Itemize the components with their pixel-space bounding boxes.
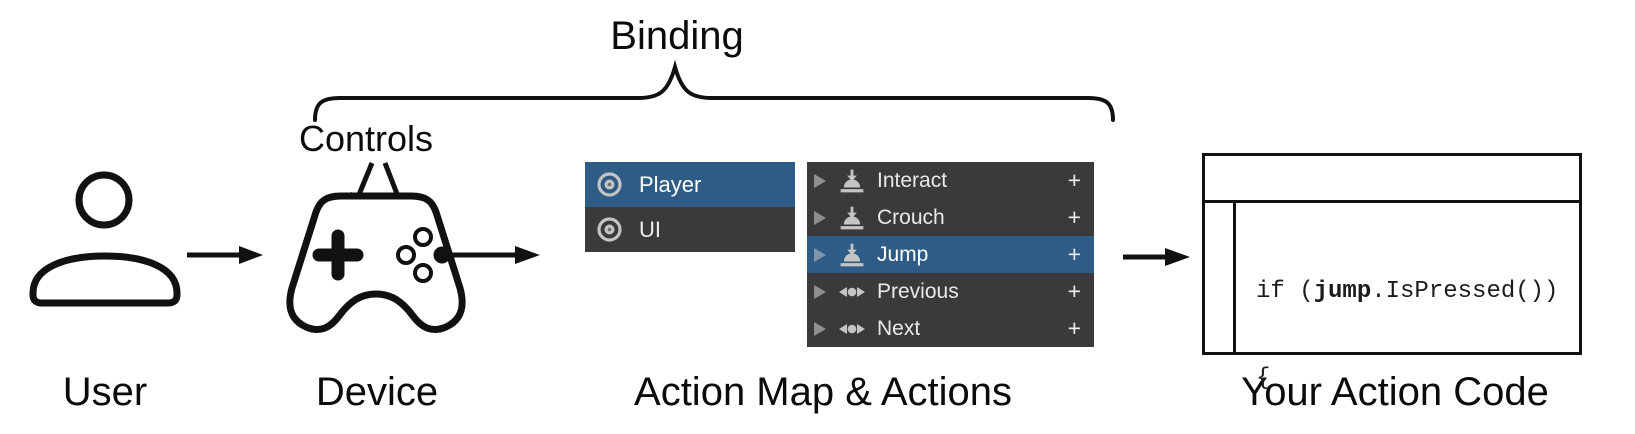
face-buttons-icon <box>396 227 451 283</box>
code-text: if (jump.IsPressed()) { // your code } <box>1256 219 1559 392</box>
binding-label: Binding <box>610 14 744 58</box>
action-map-row-ui[interactable]: UI <box>585 207 795 252</box>
code-window-titlebar <box>1205 156 1579 203</box>
action-row-crouch[interactable]: Crouch + <box>807 199 1094 236</box>
action-row-interact[interactable]: Interact + <box>807 162 1094 199</box>
foldout-triangle-icon[interactable] <box>813 284 827 300</box>
code-line-2: { <box>1256 365 1271 392</box>
code-line-1: if (jump.IsPressed()) <box>1256 278 1559 305</box>
action-map-label: UI <box>639 216 661 242</box>
action-row-previous[interactable]: Previous + <box>807 273 1094 310</box>
action-row-next[interactable]: Next + <box>807 310 1094 347</box>
button-press-icon <box>840 243 864 266</box>
arrow-actions-to-code <box>1123 248 1190 266</box>
add-binding-button[interactable]: + <box>1067 204 1081 230</box>
add-binding-button[interactable]: + <box>1067 315 1081 341</box>
foldout-triangle-icon[interactable] <box>813 247 827 263</box>
user-icon <box>29 171 181 307</box>
foldout-triangle-icon[interactable] <box>813 210 827 226</box>
add-binding-button[interactable]: + <box>1067 241 1081 267</box>
controls-label: Controls <box>298 118 434 159</box>
action-label: Next <box>877 316 921 340</box>
gamepad-body <box>286 192 466 333</box>
label-your-action-code: Your Action Code <box>1241 370 1549 414</box>
button-press-icon <box>840 169 864 192</box>
action-label: Jump <box>877 242 929 266</box>
add-binding-button[interactable]: + <box>1067 278 1081 304</box>
action-label: Crouch <box>877 205 945 229</box>
add-binding-button[interactable]: + <box>1067 167 1081 193</box>
code-window-body: if (jump.IsPressed()) { // your code } <box>1205 203 1579 392</box>
code-jump-token: jump <box>1313 278 1372 305</box>
action-map-label: Player <box>639 171 702 197</box>
axis-icon <box>839 286 865 297</box>
action-label: Interact <box>877 168 948 192</box>
action-map-panel: Player UI <box>585 162 795 252</box>
arrow-user-to-device <box>187 246 263 264</box>
action-map-icon <box>597 172 622 197</box>
action-map-row-player[interactable]: Player <box>585 162 795 207</box>
action-row-jump[interactable]: Jump + <box>807 236 1094 273</box>
action-label: Previous <box>877 279 959 303</box>
dpad-icon <box>312 229 364 281</box>
actions-panel: Interact + Crouch + Jump + <box>807 162 1094 347</box>
action-map-icon <box>597 217 622 242</box>
foldout-triangle-icon[interactable] <box>813 173 827 189</box>
label-device: Device <box>315 370 439 414</box>
foldout-triangle-icon[interactable] <box>813 321 827 337</box>
action-code-window: if (jump.IsPressed()) { // your code } <box>1202 153 1582 392</box>
label-action-map-actions: Action Map & Actions <box>634 370 1012 414</box>
button-press-icon <box>840 206 864 229</box>
gamepad-icon <box>286 192 466 333</box>
axis-icon <box>839 323 865 334</box>
brace <box>313 59 1115 122</box>
label-user: User <box>62 370 148 414</box>
arrow-device-to-actionmap <box>450 246 540 264</box>
code-gutter <box>1205 203 1236 352</box>
